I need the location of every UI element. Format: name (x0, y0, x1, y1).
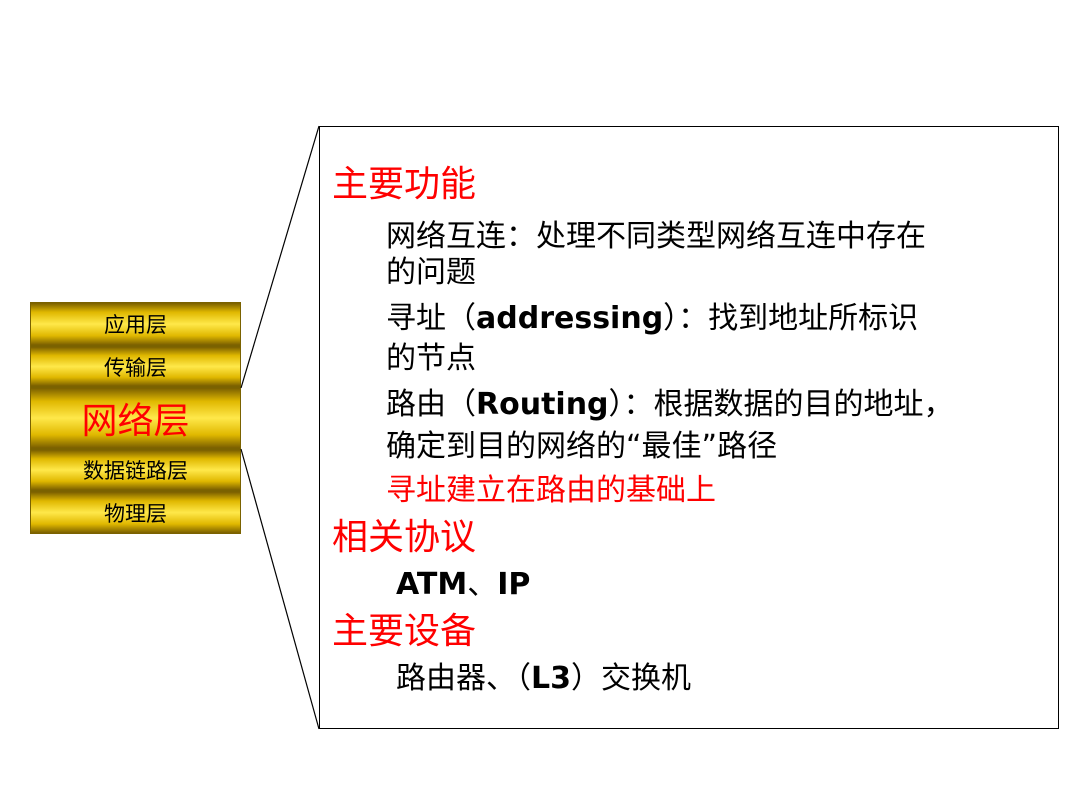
function-line: 的问题 (386, 255, 476, 290)
function-line: 路由（Routing）：根据数据的目的地址， (386, 387, 954, 422)
heading-main-functions: 主要功能 (332, 164, 477, 205)
heading-related-protocols: 相关协议 (332, 517, 477, 558)
function-line-highlight: 寻址建立在路由的基础上 (386, 473, 716, 508)
function-line: 的节点 (386, 341, 476, 376)
layer-data-link: 数据链路层 (30, 449, 241, 491)
network-layer-detail-panel: 主要功能 网络互连：处理不同类型网络互连中存在 的问题 寻址（addressin… (319, 126, 1059, 729)
connector-line-top (240, 125, 320, 389)
function-line: 网络互连：处理不同类型网络互连中存在 (386, 219, 926, 254)
function-line: 寻址（addressing）：找到地址所标识 (386, 301, 919, 336)
device-line: 路由器、（L3）交换机 (396, 661, 691, 696)
layer-application: 应用层 (30, 302, 241, 346)
layer-transport: 传输层 (30, 346, 241, 387)
heading-main-devices: 主要设备 (332, 611, 477, 652)
connector-line-bottom (240, 448, 320, 730)
layer-physical: 物理层 (30, 491, 241, 534)
protocol-line: ATM、IP (396, 567, 531, 602)
function-line: 确定到目的网络的“最佳”路径 (386, 429, 778, 464)
layer-network: 网络层 (30, 387, 241, 449)
